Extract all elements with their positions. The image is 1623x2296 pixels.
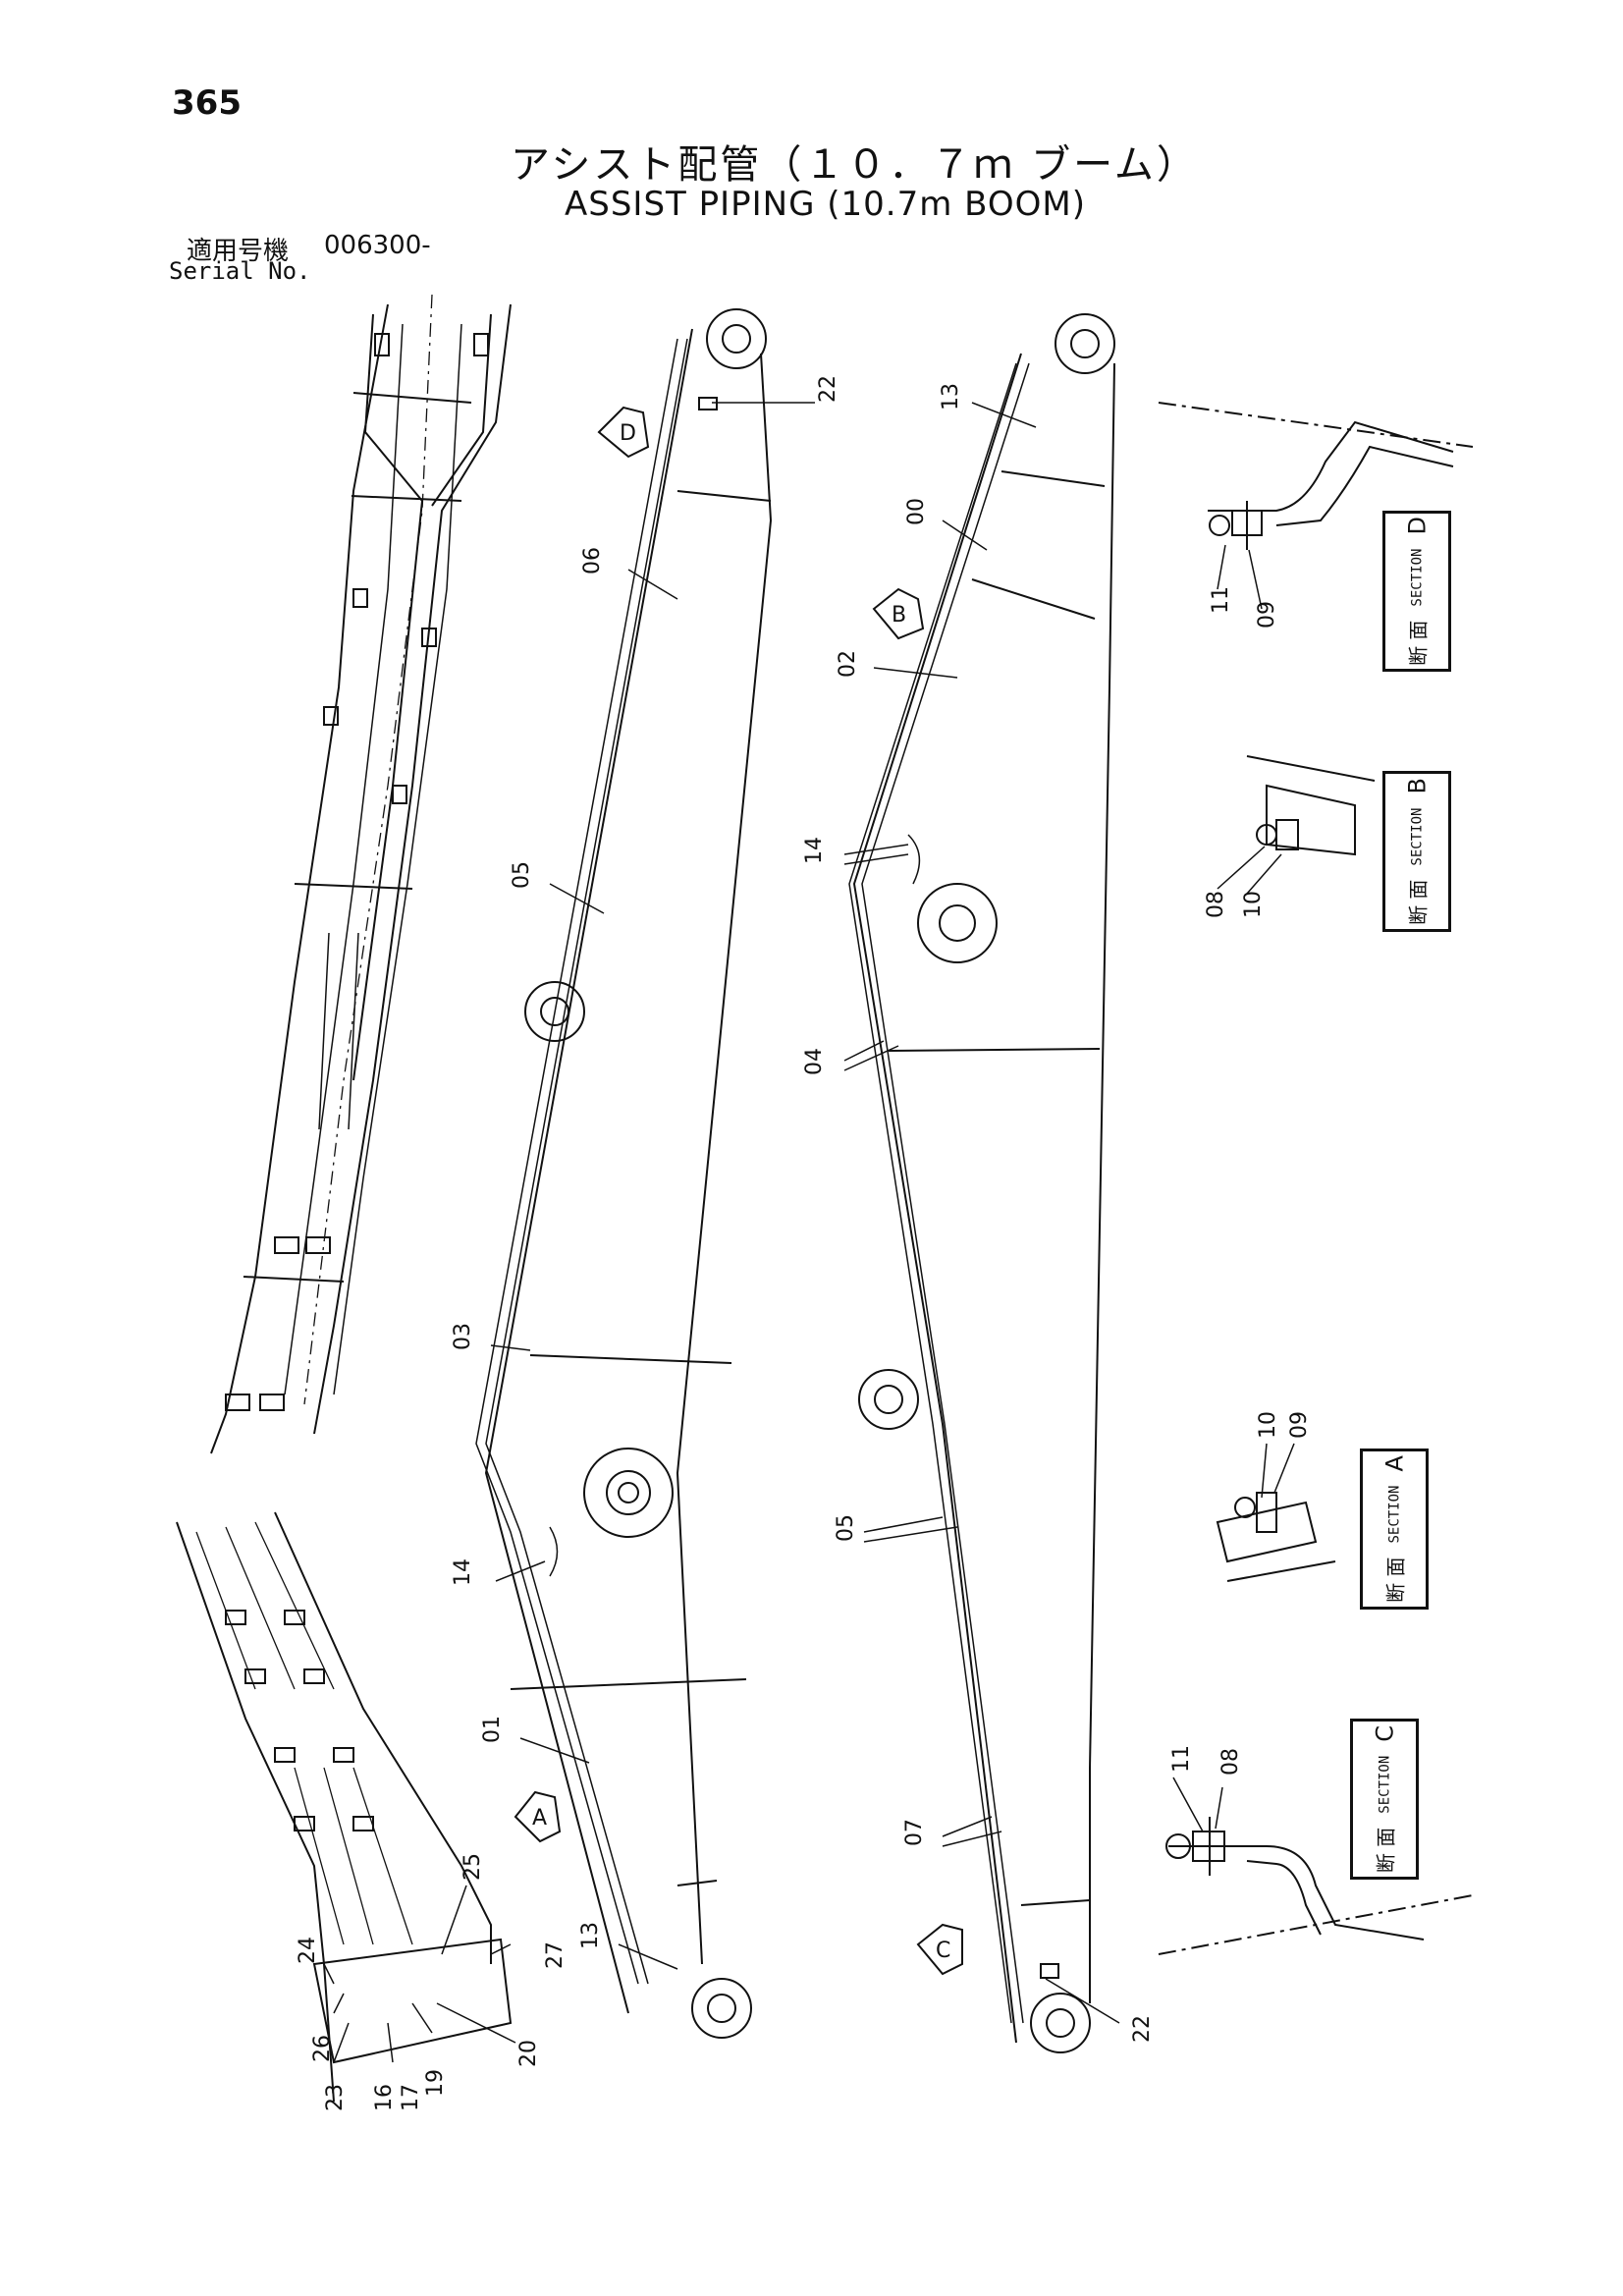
callout-09-section-a: 09 xyxy=(1287,1411,1312,1439)
section-a-kanji: 断 面 xyxy=(1383,1557,1408,1603)
section-a-word: SECTION xyxy=(1386,1485,1402,1544)
right-boom xyxy=(848,313,1115,2053)
section-c-word: SECTION xyxy=(1377,1755,1392,1814)
callout-05-right: 05 xyxy=(834,1514,858,1542)
section-b-label: 断 面 SECTION B xyxy=(1382,771,1451,932)
section-b-detail xyxy=(1246,755,1376,856)
serial-label-japanese: 適用号機 xyxy=(187,237,290,266)
callout-16: 16 xyxy=(372,2084,397,2111)
callout-22-bottom: 22 xyxy=(1130,2015,1155,2043)
view-arrow-d xyxy=(597,406,650,459)
section-b-letter: B xyxy=(1403,778,1431,794)
section-d-label: 断 面 SECTION D xyxy=(1382,511,1451,672)
callout-11-section-c: 11 xyxy=(1169,1745,1194,1773)
view-marker-a: A xyxy=(532,1806,547,1831)
callout-03: 03 xyxy=(451,1323,475,1350)
page-number: 365 xyxy=(172,83,242,123)
callout-24: 24 xyxy=(296,1937,320,1964)
callout-27: 27 xyxy=(543,1941,568,1969)
section-c-label: 断 面 SECTION C xyxy=(1350,1719,1419,1880)
view-arrow-c xyxy=(916,1923,963,1976)
section-d-word: SECTION xyxy=(1409,548,1425,607)
callout-14-middle: 14 xyxy=(451,1558,475,1586)
section-a-label: 断 面 SECTION A xyxy=(1360,1449,1429,1610)
view-arrow-a xyxy=(514,1790,562,1843)
callout-01: 01 xyxy=(480,1716,505,1743)
middle-boom xyxy=(475,308,773,2039)
callout-00: 00 xyxy=(904,498,929,525)
view-marker-c: C xyxy=(936,1939,950,1963)
top-view-upper xyxy=(210,294,512,1454)
section-c-detail xyxy=(1165,1817,1425,1941)
callout-02: 02 xyxy=(836,650,860,678)
callout-13-right: 13 xyxy=(939,383,963,410)
view-arrow-letters: D B A C xyxy=(532,421,950,1963)
view-arrow-b xyxy=(872,587,925,640)
callout-numbers: 22 06 05 03 14 01 13 13 00 02 14 04 05 0… xyxy=(296,375,1312,2111)
callout-07: 07 xyxy=(902,1819,927,1846)
callout-05-middle: 05 xyxy=(510,861,534,889)
section-b-word: SECTION xyxy=(1409,807,1425,866)
callout-25: 25 xyxy=(460,1853,485,1881)
title-english: ASSIST PIPING (10.7m BOOM) xyxy=(565,185,1087,224)
section-c-letter: C xyxy=(1371,1724,1398,1742)
callout-08-section-b: 08 xyxy=(1204,891,1228,918)
callout-19: 19 xyxy=(423,2069,448,2097)
callout-08-section-c: 08 xyxy=(1218,1748,1243,1776)
leader-lines xyxy=(323,402,1295,2063)
section-a-letter: A xyxy=(1380,1455,1408,1472)
section-d-kanji: 断 面 xyxy=(1406,620,1431,666)
section-d-letter: D xyxy=(1403,517,1431,535)
callout-23: 23 xyxy=(323,2084,348,2111)
callout-20: 20 xyxy=(516,2040,541,2067)
top-view-foot xyxy=(176,1511,513,2103)
view-marker-b: B xyxy=(892,603,906,628)
section-a-detail xyxy=(1216,1492,1336,1582)
section-d-detail xyxy=(1208,420,1454,550)
section-c-kanji: 断 面 xyxy=(1374,1827,1398,1874)
title-japanese: アシスト配管（１０．７ｍ ブーム） xyxy=(511,142,1199,188)
callout-17: 17 xyxy=(399,2084,423,2111)
callout-10-section-b: 10 xyxy=(1241,891,1266,918)
callout-10-section-a: 10 xyxy=(1256,1411,1280,1439)
callout-09-section-d: 09 xyxy=(1255,601,1279,629)
callout-13-middle: 13 xyxy=(578,1922,603,1949)
callout-22-top: 22 xyxy=(816,375,840,403)
callout-11-section-d: 11 xyxy=(1209,586,1233,614)
callout-06: 06 xyxy=(580,547,605,574)
callout-14-right: 14 xyxy=(802,837,827,864)
view-marker-d: D xyxy=(620,421,636,446)
section-b-kanji: 断 面 xyxy=(1406,879,1431,925)
serial-value: 006300- xyxy=(324,231,431,260)
callout-04: 04 xyxy=(802,1048,827,1075)
serial-label-english: Serial No. xyxy=(169,257,311,285)
callout-26: 26 xyxy=(310,2035,335,2062)
